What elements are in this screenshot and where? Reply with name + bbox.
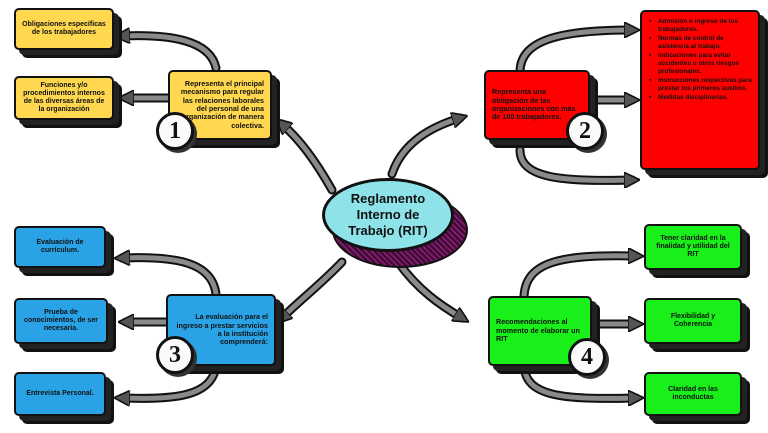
branch4-item-3: Claridad en las inconductas [644,372,742,416]
center-title: Reglamento Interno de Trabajo (RIT) [322,178,454,252]
branch2-number-badge: 2 [566,112,604,150]
branch3-item-2: Prueba de conocimientos, de ser necesari… [14,298,108,344]
branch1-item-1: Obligaciones específicas de los trabajad… [14,8,114,50]
branch4-item-1: Tener claridad en la finalidad y utilida… [644,224,742,270]
branch4-number-badge: 4 [568,338,606,376]
branch2-item-5: Medidas disciplinarias. [649,94,754,103]
branch3-number-badge: 3 [156,336,194,374]
branch1-number-badge: 1 [156,112,194,150]
branch4-item-2: Flexibilidad y Coherencia [644,298,742,344]
center-node: Reglamento Interno de Trabajo (RIT) [322,178,468,268]
branch3-item-3: Entrevista Personal. [14,372,106,416]
branch2-item-2: Normas de control de asistencia al traba… [649,35,754,51]
branch2-item-3: Indicaciones para evitar accidentes u ot… [649,52,754,76]
branch2-item-4: Instrucciones respectivas para prestar l… [649,77,754,93]
branch2-item-1: Admisión o ingreso de los trabajadores. [649,18,754,34]
branch3-item-1: Evaluación de currículum. [14,226,106,268]
branch1-main: Representa el principal mecanismo para r… [168,70,272,140]
branch1-item-2: Funciones y/o procedimientos internos de… [14,76,114,120]
branch2-item-list: Admisión o ingreso de los trabajadores. … [640,10,760,170]
